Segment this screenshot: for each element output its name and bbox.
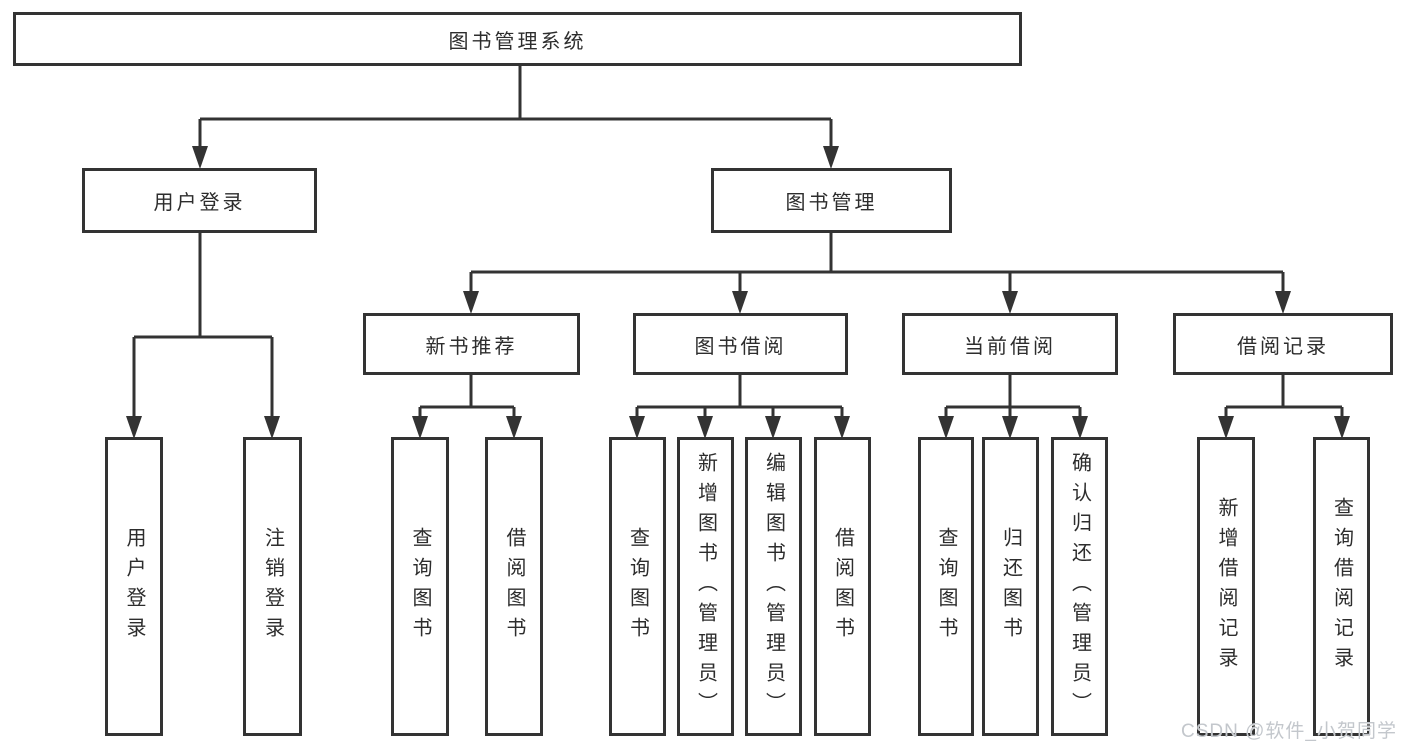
node-label: 确认归还（管理员） bbox=[1068, 451, 1091, 722]
node-label: 图书管理系统 bbox=[448, 30, 587, 53]
leaf-borrow-books-recommend: 借阅图书 bbox=[485, 437, 543, 736]
csdn-watermark: CSDN @软件_小贺同学 bbox=[1181, 721, 1397, 742]
node-label: 查询图书 bbox=[626, 526, 649, 647]
leaf-query-borrow-record: 查询借阅记录 bbox=[1313, 437, 1370, 736]
node-label: 编辑图书（管理员） bbox=[762, 451, 785, 722]
node-borrowing-records: 借阅记录 bbox=[1173, 313, 1393, 375]
node-label: 借阅图书 bbox=[831, 526, 854, 647]
node-user-login: 用户登录 bbox=[82, 168, 317, 233]
leaf-borrow-books: 借阅图书 bbox=[814, 437, 871, 736]
arrowheads bbox=[126, 146, 1350, 439]
node-label: 查询图书 bbox=[409, 526, 431, 647]
node-new-book-recommendation: 新书推荐 bbox=[363, 313, 580, 375]
leaf-return-books: 归还图书 bbox=[982, 437, 1039, 736]
node-current-borrowing: 当前借阅 bbox=[902, 313, 1118, 375]
leaf-add-borrow-record: 新增借阅记录 bbox=[1197, 437, 1255, 736]
leaf-user-login: 用户登录 bbox=[105, 437, 163, 736]
node-label: 新增图书（管理员） bbox=[694, 451, 717, 722]
node-label: 用户登录 bbox=[123, 526, 145, 647]
leaf-edit-books-admin: 编辑图书（管理员） bbox=[745, 437, 802, 736]
leaf-add-books-admin: 新增图书（管理员） bbox=[677, 437, 734, 736]
node-label: 注销登录 bbox=[261, 526, 284, 647]
leaf-query-books-recommend: 查询图书 bbox=[391, 437, 449, 736]
node-label: 当前借阅 bbox=[964, 335, 1056, 358]
node-label: 借阅记录 bbox=[1237, 335, 1329, 358]
leaf-query-books-borrow: 查询图书 bbox=[609, 437, 666, 736]
node-label: 查询图书 bbox=[935, 526, 957, 647]
node-label: 新书推荐 bbox=[425, 335, 518, 358]
leaf-logout: 注销登录 bbox=[243, 437, 302, 736]
node-label: 图书借阅 bbox=[694, 335, 787, 358]
node-library-management-system: 图书管理系统 bbox=[13, 12, 1022, 66]
node-book-borrowing: 图书借阅 bbox=[633, 313, 848, 375]
node-label: 用户登录 bbox=[153, 192, 246, 214]
leaf-confirm-return-admin: 确认归还（管理员） bbox=[1051, 437, 1108, 736]
node-label: 图书管理 bbox=[785, 192, 878, 214]
leaf-query-books-current: 查询图书 bbox=[918, 437, 974, 736]
node-label: 新增借阅记录 bbox=[1215, 496, 1237, 677]
node-book-management: 图书管理 bbox=[711, 168, 952, 233]
node-label: 借阅图书 bbox=[503, 526, 525, 647]
connector-paths bbox=[132, 66, 1344, 417]
node-label: 查询借阅记录 bbox=[1330, 496, 1353, 677]
node-label: 归还图书 bbox=[999, 526, 1022, 647]
